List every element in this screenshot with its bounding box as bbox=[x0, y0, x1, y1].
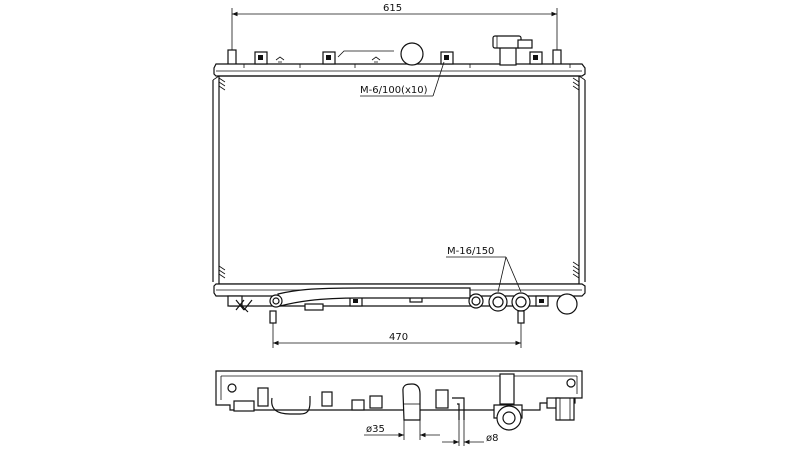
inlet-pipe bbox=[402, 383, 421, 421]
small-tube bbox=[452, 397, 465, 420]
top-bracket-3 bbox=[440, 51, 454, 65]
label-mounting-large: M-16/150 bbox=[447, 246, 494, 257]
top-bracket-2 bbox=[322, 51, 336, 65]
label-mounting-small: M-6/100(x10) bbox=[360, 85, 428, 96]
core-fin-hatch bbox=[218, 77, 580, 279]
dimension-bottom: 470 bbox=[272, 323, 522, 348]
dimension-diameter-inlet: ø35 bbox=[364, 420, 440, 440]
leader-mounting-large: M-16/150 bbox=[446, 246, 522, 293]
dimension-bottom-label: 470 bbox=[389, 332, 408, 343]
dimension-top-label: 615 bbox=[383, 3, 402, 14]
dimension-top: 615 bbox=[231, 3, 558, 55]
bottom-tank bbox=[213, 283, 586, 324]
bottom-view-tank bbox=[215, 370, 583, 431]
top-bracket-4 bbox=[529, 51, 543, 65]
top-round-port bbox=[400, 42, 424, 66]
outlet-port-right bbox=[556, 293, 578, 315]
radiator-core bbox=[212, 75, 586, 285]
label-diameter-small: ø8 bbox=[486, 433, 498, 444]
label-diameter-inlet: ø35 bbox=[366, 424, 385, 435]
filler-cap bbox=[492, 35, 533, 66]
leader-mounting-small: M-6/100(x10) bbox=[360, 61, 445, 97]
top-bracket-1 bbox=[254, 51, 268, 65]
dimension-diameter-small: ø8 bbox=[442, 420, 498, 446]
top-tank bbox=[213, 35, 586, 77]
outlet-assembly bbox=[493, 373, 523, 431]
